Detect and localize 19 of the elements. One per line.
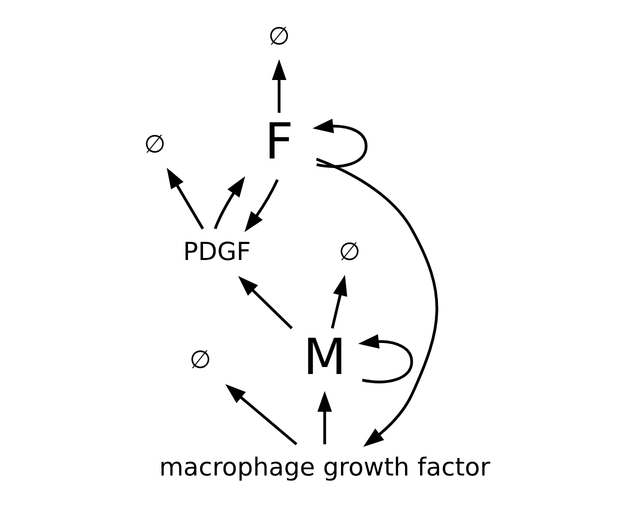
arrow	[244, 179, 278, 232]
arrow	[358, 334, 413, 384]
node-text: ∅	[143, 129, 166, 158]
arrow	[224, 384, 297, 446]
node-text: ∅	[338, 237, 360, 266]
node-text: ∅	[268, 22, 290, 51]
arrow	[213, 176, 245, 230]
node-text: macrophage growth factor	[158, 452, 490, 482]
arrow	[271, 59, 286, 113]
arrow	[315, 158, 438, 447]
arrow	[312, 118, 367, 168]
arrow	[166, 168, 204, 230]
arrow	[316, 391, 332, 444]
node-text: M	[302, 328, 346, 386]
arrow	[238, 276, 292, 330]
node-text: ∅	[189, 344, 211, 374]
arrow	[330, 274, 347, 329]
node-text: PDGF	[182, 237, 250, 266]
node-text: F	[264, 112, 293, 170]
